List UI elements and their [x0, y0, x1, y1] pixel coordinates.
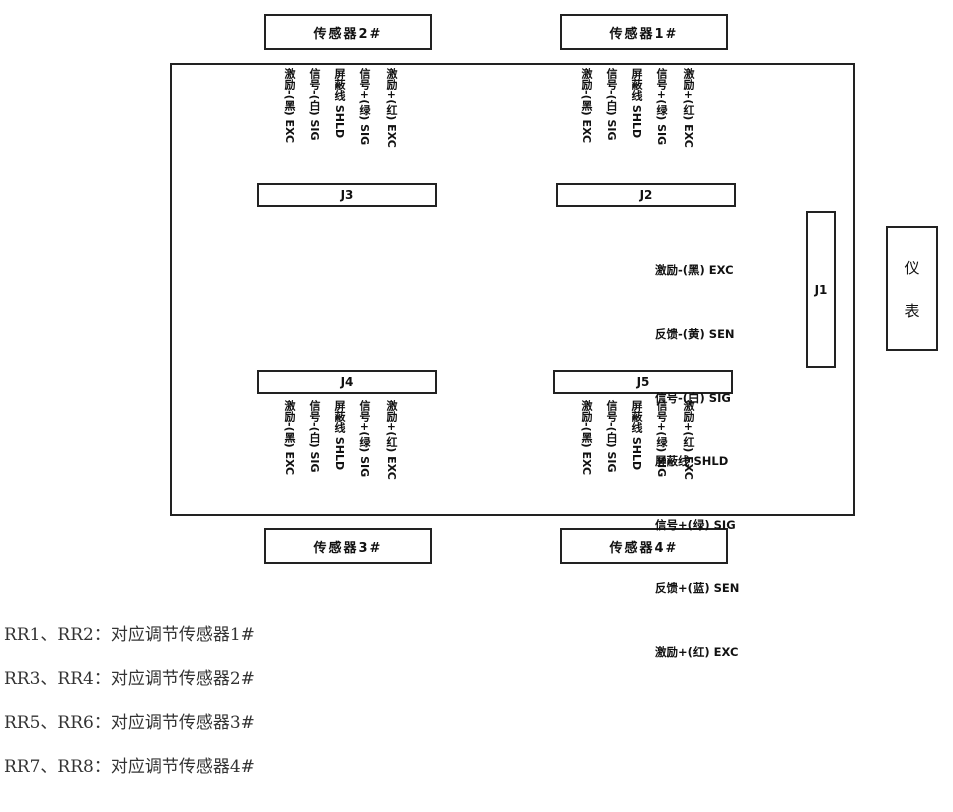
- j1-label: J1: [814, 282, 828, 297]
- connector-j3: J3: [257, 183, 437, 207]
- sensor-1-label: 传感器1#: [609, 26, 679, 42]
- sensor-3-box: 传感器3#: [264, 528, 432, 564]
- j2-wire-3: 屏蔽线 SHLD: [630, 68, 643, 139]
- sensor-2-box: 传感器2#: [264, 14, 432, 50]
- connector-j4: J4: [257, 370, 437, 394]
- j3-wire-4: 信号+(绿) SIG: [358, 68, 371, 146]
- j1-wire-list: 激励-(黑) EXC 反馈-(黄) SEN 信号-(白) SIG 屏蔽线 SHL…: [655, 218, 739, 684]
- instrument-label-2: 表: [904, 301, 920, 320]
- j3-wire-3: 屏蔽线 SHLD: [333, 68, 346, 139]
- j4-label: J4: [340, 375, 354, 389]
- instrument-label-1: 仪: [904, 258, 920, 277]
- j4-wire-4: 信号+(绿) SIG: [358, 400, 371, 478]
- note-2: RR3、RR4：对应调节传感器2#: [4, 669, 255, 689]
- note-1: RR1、RR2：对应调节传感器1#: [4, 625, 255, 645]
- j1-wire: 反馈+(蓝) SEN: [655, 581, 740, 596]
- j3-wire-1: 激励-(黑) EXC: [283, 68, 296, 144]
- j5-wire-1: 激励-(黑) EXC: [580, 400, 593, 476]
- j2-wire-4: 信号+(绿) SIG: [655, 68, 668, 146]
- j3-wire-2: 信号-(白) SIG: [308, 68, 321, 141]
- j1-wire: 信号-(白) SIG: [655, 390, 731, 405]
- j1-wire: 反馈-(黄) SEN: [655, 327, 735, 342]
- j4-wire-1: 激励-(黑) EXC: [283, 400, 296, 476]
- note-3: RR5、RR6：对应调节传感器3#: [4, 713, 255, 733]
- j5-wire-2: 信号-(白) SIG: [605, 400, 618, 473]
- j1-wire: 信号+(绿) SIG: [655, 517, 736, 532]
- j4-wire-2: 信号-(白) SIG: [308, 400, 321, 473]
- j1-wire: 激励-(黑) EXC: [655, 263, 734, 278]
- j4-wire-3: 屏蔽线 SHLD: [333, 400, 346, 471]
- j1-wire: 屏蔽线 SHLD: [655, 454, 729, 469]
- connector-j5: J5: [553, 370, 733, 394]
- j2-wire-5: 激励+(红) EXC: [682, 68, 695, 148]
- junction-board: [170, 63, 855, 516]
- connector-j1: J1: [806, 211, 836, 368]
- sensor-4-label: 传感器4#: [609, 540, 679, 556]
- connector-j2: J2: [556, 183, 736, 207]
- j5-label: J5: [636, 375, 650, 389]
- j2-wire-1: 激励-(黑) EXC: [580, 68, 593, 144]
- sensor-1-box: 传感器1#: [560, 14, 728, 50]
- sensor-3-label: 传感器3#: [313, 540, 383, 556]
- sensor-2-label: 传感器2#: [313, 26, 383, 42]
- j2-wire-2: 信号-(白) SIG: [605, 68, 618, 141]
- j3-wire-5: 激励+(红) EXC: [385, 68, 398, 148]
- instrument-box: 仪 表: [886, 226, 938, 351]
- sensor-4-box: 传感器4#: [560, 528, 728, 564]
- note-4: RR7、RR8：对应调节传感器4#: [4, 757, 255, 777]
- j2-label: J2: [639, 188, 653, 202]
- j5-wire-3: 屏蔽线 SHLD: [630, 400, 643, 471]
- j1-wire: 激励+(红) EXC: [655, 645, 739, 660]
- j4-wire-5: 激励+(红) EXC: [385, 400, 398, 480]
- j5-wire-5: 激励+(红) EXC: [682, 400, 695, 480]
- j3-label: J3: [340, 188, 354, 202]
- j5-wire-4: 信号+(绿) SIG: [655, 400, 668, 478]
